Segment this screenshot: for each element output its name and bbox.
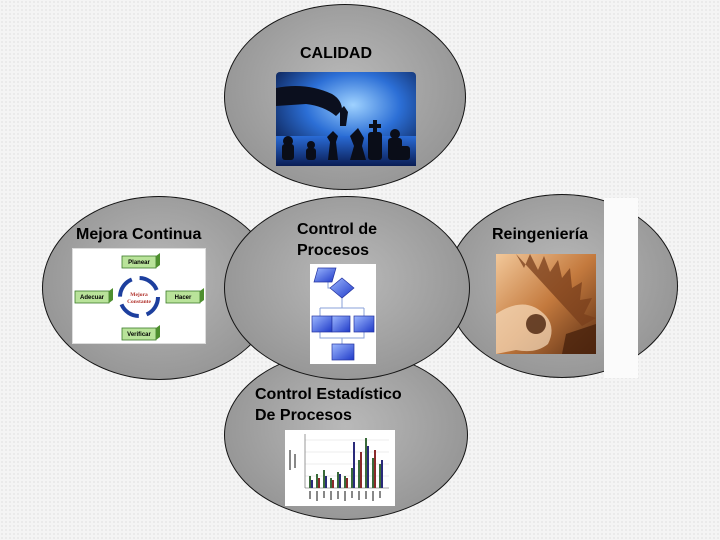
white-gap [604, 198, 638, 378]
reingenieria-title: Reingeniería [492, 226, 589, 243]
cycle-center-line1: Mejora [130, 292, 148, 298]
control-procesos-title-1: Control de [297, 221, 377, 238]
cycle-right-label: Hacer [175, 295, 192, 301]
control-estadistico-title-1: Control Estadístico [255, 386, 402, 403]
statistics-chart-image [285, 430, 395, 506]
flowchart-image [310, 264, 376, 364]
cycle-diagram-image: Planear Hacer Verificar Adecuar Mejora C… [72, 248, 206, 344]
calidad-title: CALIDAD [300, 45, 372, 62]
control-estadistico-title-2: De Procesos [255, 407, 352, 424]
cycle-top-label: Planear [128, 260, 150, 266]
cycle-center-line2: Constante [127, 299, 151, 305]
mejora-continua-title: Mejora Continua [76, 226, 202, 243]
cycle-left-label: Adecuar [80, 295, 105, 301]
chess-pieces-image [276, 72, 416, 166]
cycle-bottom-label: Verificar [127, 332, 151, 338]
control-procesos-title-2: Procesos [297, 242, 370, 259]
gears-image [496, 254, 596, 354]
